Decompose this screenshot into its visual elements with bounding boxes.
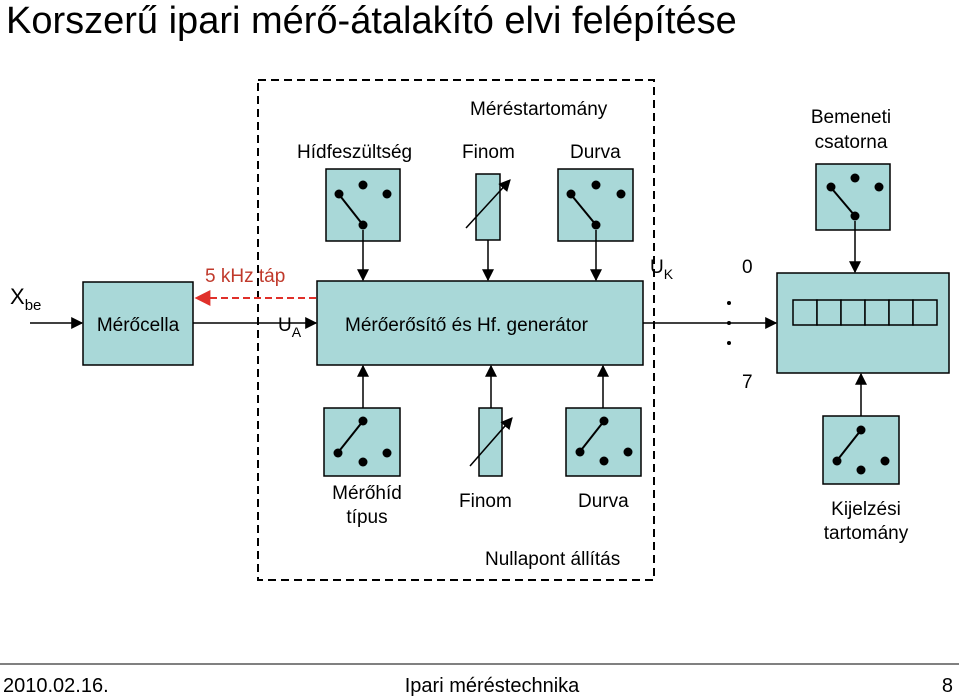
label-range: Méréstartomány [470,99,608,120]
uk-label: UK [650,257,674,282]
label-input-channel-2: csatorna [815,132,888,153]
label-top-coarse: Durva [570,142,621,163]
footer-course: Ipari méréstechnika [405,675,580,697]
label-display-range-2: tartomány [824,523,909,544]
supply-label: 5 kHz táp [205,266,285,287]
label-bottom-coarse: Durva [578,491,629,512]
label-input-channel-1: Bemeneti [811,107,891,128]
channel-dot-2 [727,321,731,325]
label-top-fine: Finom [462,142,515,163]
label-bridge-type-2: típus [346,507,387,528]
device-boundary [257,79,655,581]
bottom-coarse-switch[interactable] [565,407,642,477]
channel-first: 0 [742,257,753,278]
display-digits [792,299,938,326]
amplifier-label: Mérőerősítő és Hf. generátor [345,315,589,336]
label-display-range-1: Kijelzési [831,499,901,520]
label-bridge-voltage: Hídfeszültség [297,142,412,163]
input-label: Xbe [10,284,41,314]
label-bridge-type-1: Mérőhíd [332,483,402,504]
label-zero-adjust: Nullapont állítás [485,549,620,570]
bridge-type-switch[interactable] [323,407,401,477]
bottom-fine-potentiometer[interactable] [469,407,513,477]
top-coarse-switch[interactable] [557,168,634,242]
label-bottom-fine: Finom [459,491,512,512]
footer-date: 2010.02.16. [3,675,109,697]
measuring-cell-label: Mérőcella [97,315,180,336]
top-fine-potentiometer[interactable] [465,173,511,241]
channel-dot-3 [727,341,731,345]
display-range-switch[interactable] [822,415,900,485]
slide-title: Korszerű ipari mérő-átalakító elvi felép… [6,0,737,42]
channel-dot-1 [727,301,731,305]
channel-last: 7 [742,372,753,393]
ua-label: UA [278,315,302,340]
footer-page-number: 8 [942,675,953,697]
input-channel-switch[interactable] [815,163,891,231]
